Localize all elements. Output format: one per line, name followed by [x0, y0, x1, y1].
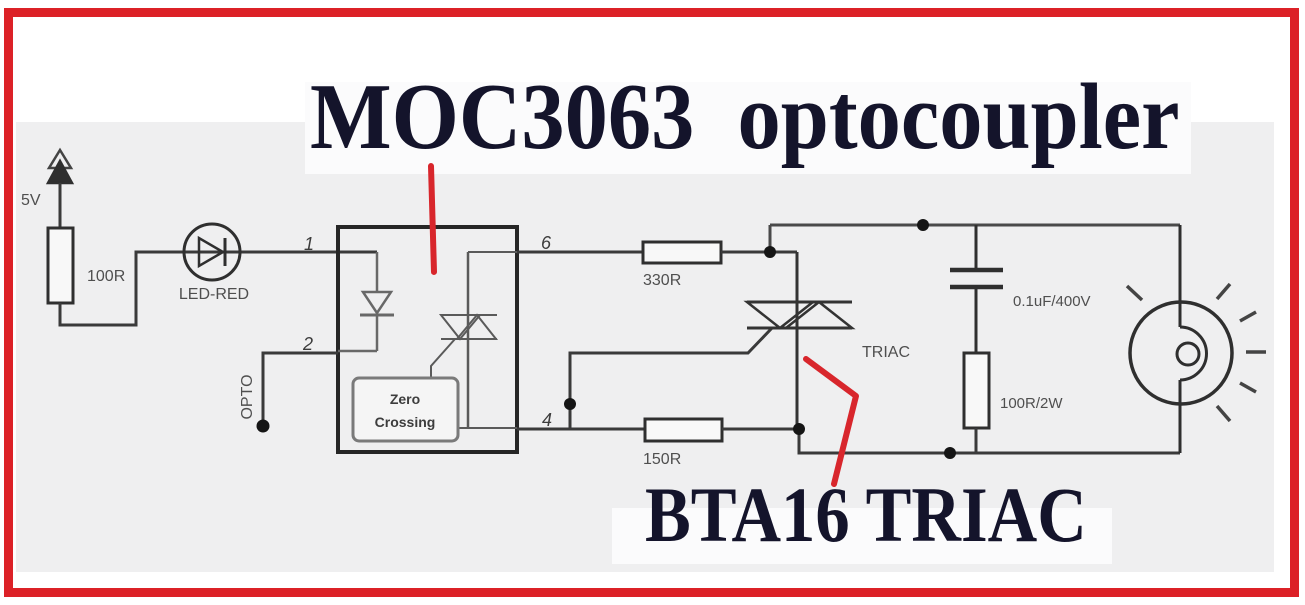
power-arrow-icon [45, 147, 75, 228]
title-backdrop [305, 82, 1191, 174]
junction-dots [564, 219, 956, 459]
triac-symbol [743, 300, 856, 330]
bottom-rail [797, 429, 1180, 455]
wire-opto-terminal [261, 351, 338, 422]
resistor-100r-symbol [46, 226, 75, 305]
pin4-label: 4 [542, 410, 552, 430]
red-border-frame [4, 8, 1299, 597]
resistor-100r-label: 100R [87, 268, 125, 285]
subtitle-backdrop [612, 508, 1112, 564]
capacitor-symbol [950, 225, 1003, 353]
title-moc3063-optocoupler: MOC3063 optocoupler [310, 65, 1180, 169]
resistor-100r2w-symbol [962, 351, 991, 430]
pin2-label: 2 [302, 334, 313, 354]
resistor-100r2w-label: 100R/2W [1000, 395, 1063, 412]
red-pointer-moc3063 [428, 163, 437, 275]
zero-crossing-label-line2: Crossing [375, 414, 436, 430]
resistor-150r-symbol [643, 417, 724, 443]
opto-terminal-label: OPTO [239, 374, 256, 419]
schematic-background [16, 122, 1274, 572]
resistor-330r-symbol [641, 240, 723, 265]
opto-terminal-dot [256, 419, 270, 433]
led-red-symbol [182, 222, 242, 282]
title-bta16-triac: BTA16 TRIAC [645, 471, 1087, 558]
supply-label: 5V [21, 192, 41, 209]
zero-crossing-label-line1: Zero [390, 391, 420, 407]
wire-led-anode [58, 250, 377, 327]
pin1-label: 1 [304, 234, 314, 254]
wire-triac-gate [568, 326, 774, 429]
optocoupler-box [336, 225, 519, 454]
pin6-label: 6 [541, 233, 552, 253]
opto-internal-triac [430, 251, 517, 429]
triac-label: TRIAC [862, 344, 910, 361]
led-label: LED-RED [179, 286, 249, 303]
resistor-330r-label: 330R [643, 272, 681, 289]
opto-internal-led [338, 252, 394, 353]
zero-crossing-box [351, 376, 460, 443]
lamp-rays-icon [1125, 282, 1266, 423]
capacitor-label: 0.1uF/400V [1013, 293, 1091, 310]
red-pointer-bta16 [803, 356, 859, 487]
resistor-150r-label: 150R [643, 451, 681, 468]
lamp-symbol [1128, 225, 1234, 453]
